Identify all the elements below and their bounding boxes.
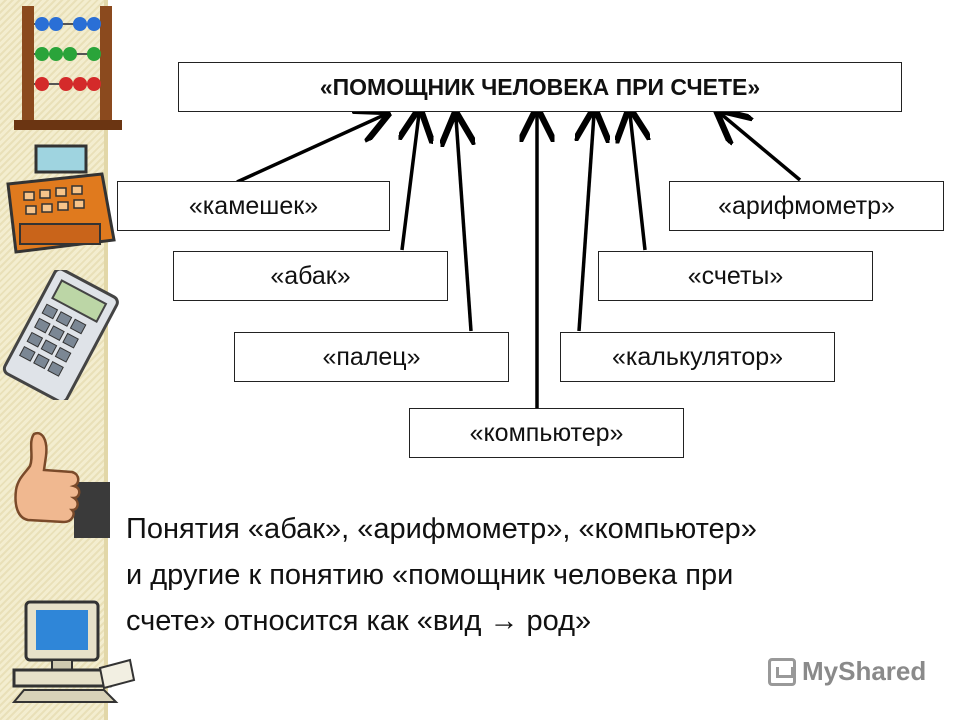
node-kompyuter: «компьютер» xyxy=(409,408,684,458)
watermark: MyShared xyxy=(768,656,926,687)
arrow-palets xyxy=(456,118,471,332)
caption-line-3: счете» относится как «вид → род» xyxy=(126,605,592,637)
arrow-schety xyxy=(630,114,645,251)
watermark-text: MyShared xyxy=(802,656,927,686)
thumbs-up-icon xyxy=(14,431,110,538)
caption-line-2: и другие к понятию «помощник человека пр… xyxy=(126,559,734,591)
arrow-kameshek xyxy=(236,115,384,184)
node-abak: «абак» xyxy=(173,251,448,301)
node-kameshek: «камешек» xyxy=(117,181,390,231)
watermark-logo-icon xyxy=(768,657,796,686)
caption-text: Понятия «абак», «арифмометр», «компьютер… xyxy=(126,506,946,644)
arrow-arifmometr xyxy=(721,114,802,182)
node-palets: «палец» xyxy=(234,332,509,382)
root-concept-box: «ПОМОЩНИК ЧЕЛОВЕКА ПРИ СЧЕТЕ» xyxy=(178,62,902,112)
arrow-abak xyxy=(402,114,419,251)
computer-icon xyxy=(11,600,136,703)
arrow-kalkulyator xyxy=(579,114,594,332)
sidebar-edge xyxy=(104,0,108,720)
caption-line-1: Понятия «абак», «арифмометр», «компьютер… xyxy=(126,513,757,545)
node-arifmometr: «арифмометр» xyxy=(669,181,944,231)
node-kalkulyator: «калькулятор» xyxy=(560,332,835,382)
abacus-icon xyxy=(14,6,122,130)
cash-register-icon xyxy=(6,144,116,254)
node-schety: «счеты» xyxy=(598,251,873,301)
calculator-icon xyxy=(2,270,119,400)
